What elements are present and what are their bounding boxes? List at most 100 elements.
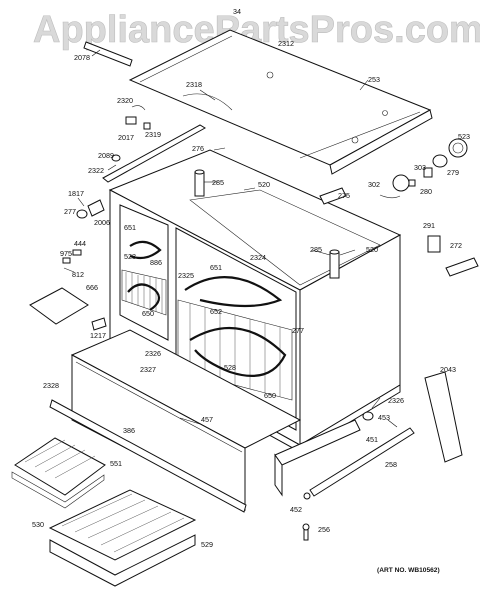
part-280 (423, 167, 433, 178)
part-2320 (131, 105, 146, 111)
part-302 (379, 194, 401, 199)
callout-812: 812 (72, 270, 84, 279)
callout-303: 303 (414, 163, 426, 172)
callout-452: 452 (290, 505, 302, 514)
callout-2320: 2320 (117, 96, 133, 105)
callout-272: 272 (450, 241, 462, 250)
callout-2078: 2078 (74, 53, 90, 62)
callout-975: 975 (60, 249, 72, 258)
callout-2324: 2324 (250, 253, 266, 262)
callout-2326: 2326 (145, 349, 161, 358)
drawer-rail-451 (274, 419, 361, 497)
callout-650: 650 (264, 391, 276, 400)
part-291 (427, 235, 441, 253)
callout-652: 652 (210, 307, 222, 316)
callout-457: 457 (201, 415, 213, 424)
callout-1817: 1817 (68, 189, 84, 198)
callout-276: 276 (192, 144, 204, 153)
watermark: AppliancePartsPros.com (33, 9, 480, 51)
callout-2006: 2006 (94, 218, 110, 227)
callout-2326: 2326 (388, 396, 404, 405)
part-444 (72, 249, 82, 256)
callout-1217: 1217 (90, 331, 106, 340)
callout-650: 650 (142, 309, 154, 318)
callout-651: 651 (210, 263, 222, 272)
callout-2319: 2319 (145, 130, 161, 139)
callout-2089: 2089 (98, 151, 114, 160)
drawer-rail-2328 (49, 399, 247, 513)
callout-451: 451 (366, 435, 378, 444)
thermostat-tube-right (329, 249, 340, 279)
callout-520: 520 (366, 245, 378, 254)
top-panel (128, 29, 433, 175)
light-bulb-303 (392, 174, 416, 192)
part-1217 (91, 317, 107, 331)
callout-444: 444 (74, 239, 86, 248)
callout-277: 277 (64, 207, 76, 216)
broil-element-left (129, 240, 162, 260)
callout-275: 275 (338, 191, 350, 200)
part-275 (319, 187, 347, 205)
callout-2017: 2017 (118, 133, 134, 142)
part-666 (29, 287, 89, 325)
rod-258 (309, 427, 415, 497)
art-number: (ART NO. WB10562) (377, 567, 440, 574)
callout-651: 651 (124, 223, 136, 232)
callout-528: 528 (124, 252, 136, 261)
screw-256 (302, 523, 310, 541)
callout-2327: 2327 (140, 365, 156, 374)
callout-291: 291 (423, 221, 435, 230)
part-452 (303, 492, 311, 500)
callout-253: 253 (368, 75, 380, 84)
leader-lines (77, 49, 398, 428)
callout-2318: 2318 (186, 80, 202, 89)
callout-256: 256 (318, 525, 330, 534)
broil-element-right (184, 276, 283, 308)
part-2089 (111, 154, 121, 162)
rack-left (121, 269, 167, 316)
callout-453: 453 (378, 413, 390, 422)
callout-528: 528 (224, 363, 236, 372)
callout-258: 258 (385, 460, 397, 469)
callout-2328: 2328 (43, 381, 59, 390)
broil-pan (48, 489, 197, 587)
callout-520: 520 (258, 180, 270, 189)
callout-280: 280 (420, 187, 432, 196)
bake-element-left (127, 283, 161, 311)
side-panel-2043 (424, 371, 463, 463)
bracket-2078 (83, 41, 133, 67)
callout-2043: 2043 (440, 365, 456, 374)
part-2319 (143, 122, 151, 130)
callout-285: 285 (212, 178, 224, 187)
part-2017 (125, 116, 137, 125)
callout-2312: 2312 (278, 39, 294, 48)
callout-523: 523 (458, 132, 470, 141)
callout-551: 551 (110, 459, 122, 468)
bake-element-right (189, 326, 287, 377)
part-279 (432, 154, 448, 168)
callout-labels: 2078 2312 34 253 2318 2320 2017 2319 276 2089 2322… (32, 7, 470, 549)
callout-666: 666 (86, 283, 98, 292)
part-523 (448, 138, 468, 158)
callout-2325: 2325 (178, 271, 194, 280)
callout-529: 529 (201, 540, 213, 549)
part-2006 (87, 199, 105, 217)
callout-2322: 2322 (88, 166, 104, 175)
callout-530: 530 (32, 520, 44, 529)
thermostat-tube-left (194, 169, 205, 197)
callout-302: 302 (368, 180, 380, 189)
callout-285: 285 (310, 245, 322, 254)
drawer-panel (70, 329, 302, 511)
callout-277: 277 (292, 326, 304, 335)
callout-386: 386 (123, 426, 135, 435)
broil-pan-insert (11, 437, 106, 509)
part-453 (362, 411, 374, 421)
callout-886: 886 (150, 258, 162, 267)
terminal-block-272 (445, 257, 479, 277)
part-277 (76, 209, 88, 219)
part-975 (62, 257, 71, 264)
part-812 (63, 267, 75, 273)
callout-34: 34 (233, 7, 241, 16)
callout-279: 279 (447, 168, 459, 177)
